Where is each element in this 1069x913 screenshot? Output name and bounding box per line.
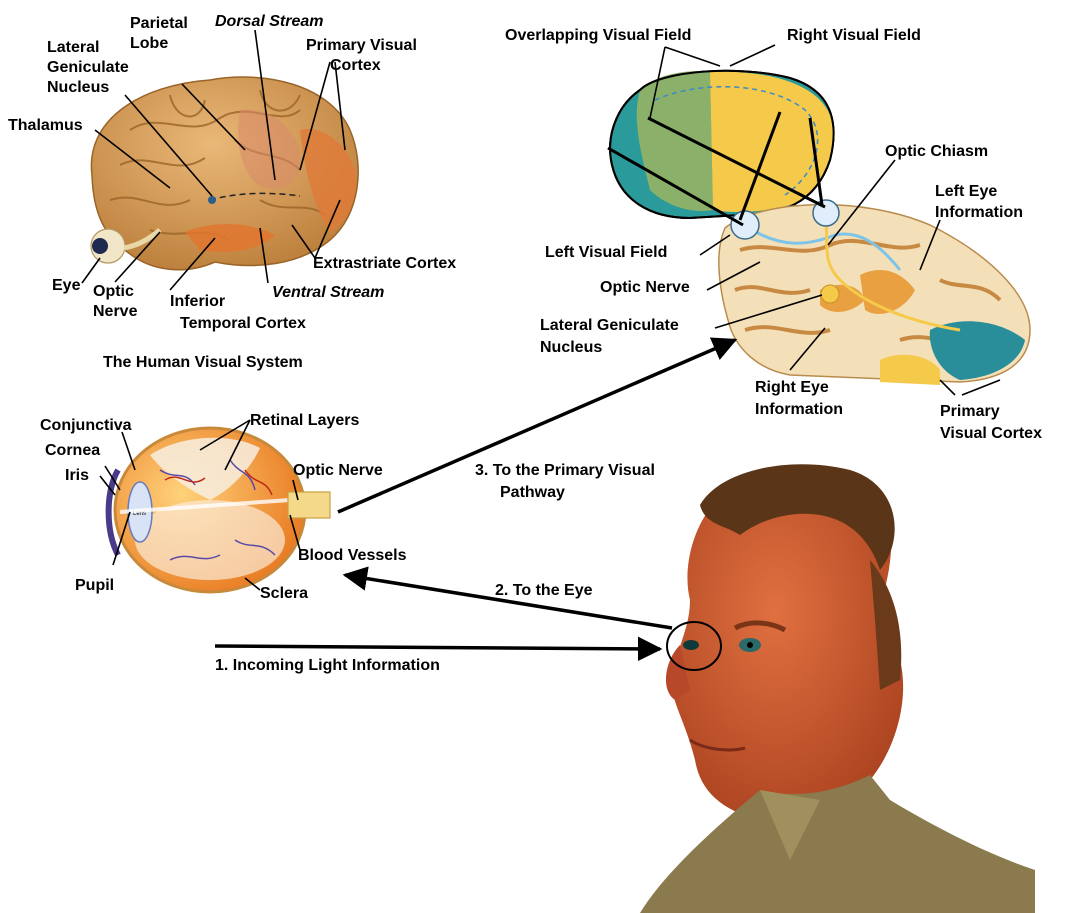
brain-caption: The Human Visual System	[103, 354, 303, 371]
optic-chiasm-label: Optic Chiasm	[885, 143, 988, 160]
ventral-stream-label: Ventral Stream	[272, 284, 384, 301]
incoming-light-arrow	[215, 646, 660, 649]
blood-vessels-label: Blood Vessels	[298, 547, 407, 564]
left-visual-field-label: Left Visual Field	[545, 244, 667, 261]
overlapping-visual-field-label: Overlapping Visual Field	[505, 27, 691, 44]
retinal-layers-label: Retinal Layers	[250, 412, 359, 429]
step-1-label: 1. Incoming Light Information	[215, 657, 440, 674]
extrastriate-cortex-label: Extrastriate Cortex	[313, 255, 456, 272]
human-head-illustration	[640, 464, 1035, 913]
eye-label-brain: Eye	[52, 277, 81, 294]
dorsal-stream-label: Dorsal Stream	[215, 13, 324, 30]
step-2-label: 2. To the Eye	[495, 582, 593, 599]
iris-label: Iris	[65, 467, 89, 484]
optic-nerve-label-pathway: Optic Nerve	[600, 279, 690, 296]
thalamus-label: Thalamus	[8, 117, 83, 134]
conjunctiva-label: Conjunctiva	[40, 417, 132, 434]
sclera-label: Sclera	[260, 585, 308, 602]
pupil-label: Pupil	[75, 577, 114, 594]
cornea-label: Cornea	[45, 442, 100, 459]
eye-anatomy-illustration: Lens	[109, 428, 330, 592]
right-visual-field-label: Right Visual Field	[787, 27, 921, 44]
brain-cross-section	[719, 200, 1030, 385]
optic-nerve-label-eye: Optic Nerve	[293, 462, 383, 479]
